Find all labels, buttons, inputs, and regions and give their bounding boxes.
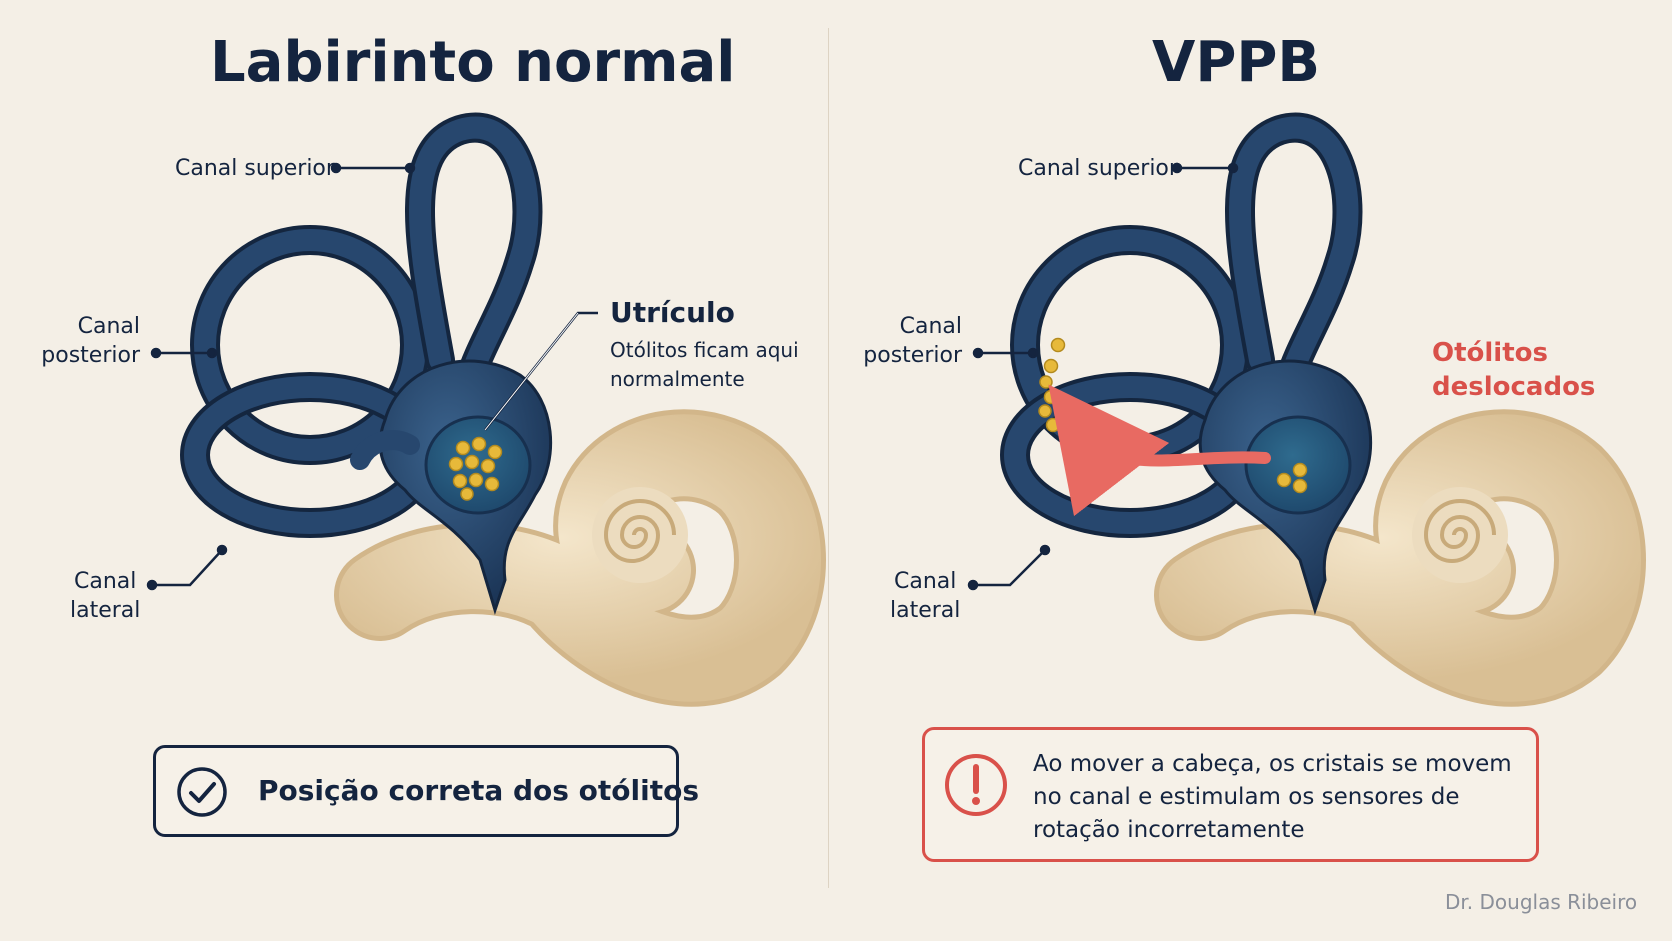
right-label-canal-superior: Canal superior: [1018, 154, 1178, 183]
utricle-label: Utrículo: [610, 296, 735, 329]
displaced-otoliths-label-line2: deslocados: [1432, 370, 1595, 404]
warning-callout: Ao mover a cabeça, os cristais se movem …: [922, 727, 1539, 862]
utricle-description-line2: normalmente: [610, 365, 810, 394]
left-label-canal-superior: Canal superior: [175, 154, 335, 183]
warning-text: Ao mover a cabeça, os cristais se movem …: [1033, 748, 1523, 847]
left-label-canal-lateral-line2: lateral: [70, 596, 140, 625]
correct-position-text: Posição correta dos otólitos: [258, 774, 699, 807]
correct-position-callout: Posição correta dos otólitos: [153, 745, 679, 837]
left-labyrinth: [148, 128, 780, 661]
check-circle-icon: [176, 766, 228, 818]
author-credit: Dr. Douglas Ribeiro: [1445, 890, 1637, 914]
left-label-canal-lateral-line1: Canal: [70, 567, 140, 596]
warning-text-line3: rotação incorretamente: [1033, 814, 1523, 847]
left-label-canal-posterior: Canal posterior: [40, 312, 140, 370]
left-label-canal-posterior-line1: Canal: [40, 312, 140, 341]
left-label-canal-posterior-line2: posterior: [40, 341, 140, 370]
utricle-description-line1: Otólitos ficam aqui: [610, 336, 810, 365]
right-label-canal-lateral-line1: Canal: [890, 567, 960, 596]
right-label-canal-posterior-line2: posterior: [862, 341, 962, 370]
warning-text-line2: no canal e estimulam os sensores de: [1033, 781, 1523, 814]
exclamation-circle-icon: [943, 752, 1009, 818]
warning-text-line1: Ao mover a cabeça, os cristais se movem: [1033, 748, 1523, 781]
displaced-otoliths-label-line1: Otólitos: [1432, 336, 1595, 370]
right-label-canal-posterior: Canal posterior: [862, 312, 962, 370]
utricle-description: Otólitos ficam aqui normalmente: [610, 336, 810, 394]
displaced-otoliths-label: Otólitos deslocados: [1432, 336, 1595, 404]
right-label-canal-posterior-line1: Canal: [862, 312, 962, 341]
right-label-canal-lateral: Canal lateral: [890, 567, 960, 625]
right-label-canal-lateral-line2: lateral: [890, 596, 960, 625]
left-label-canal-lateral: Canal lateral: [70, 567, 140, 625]
